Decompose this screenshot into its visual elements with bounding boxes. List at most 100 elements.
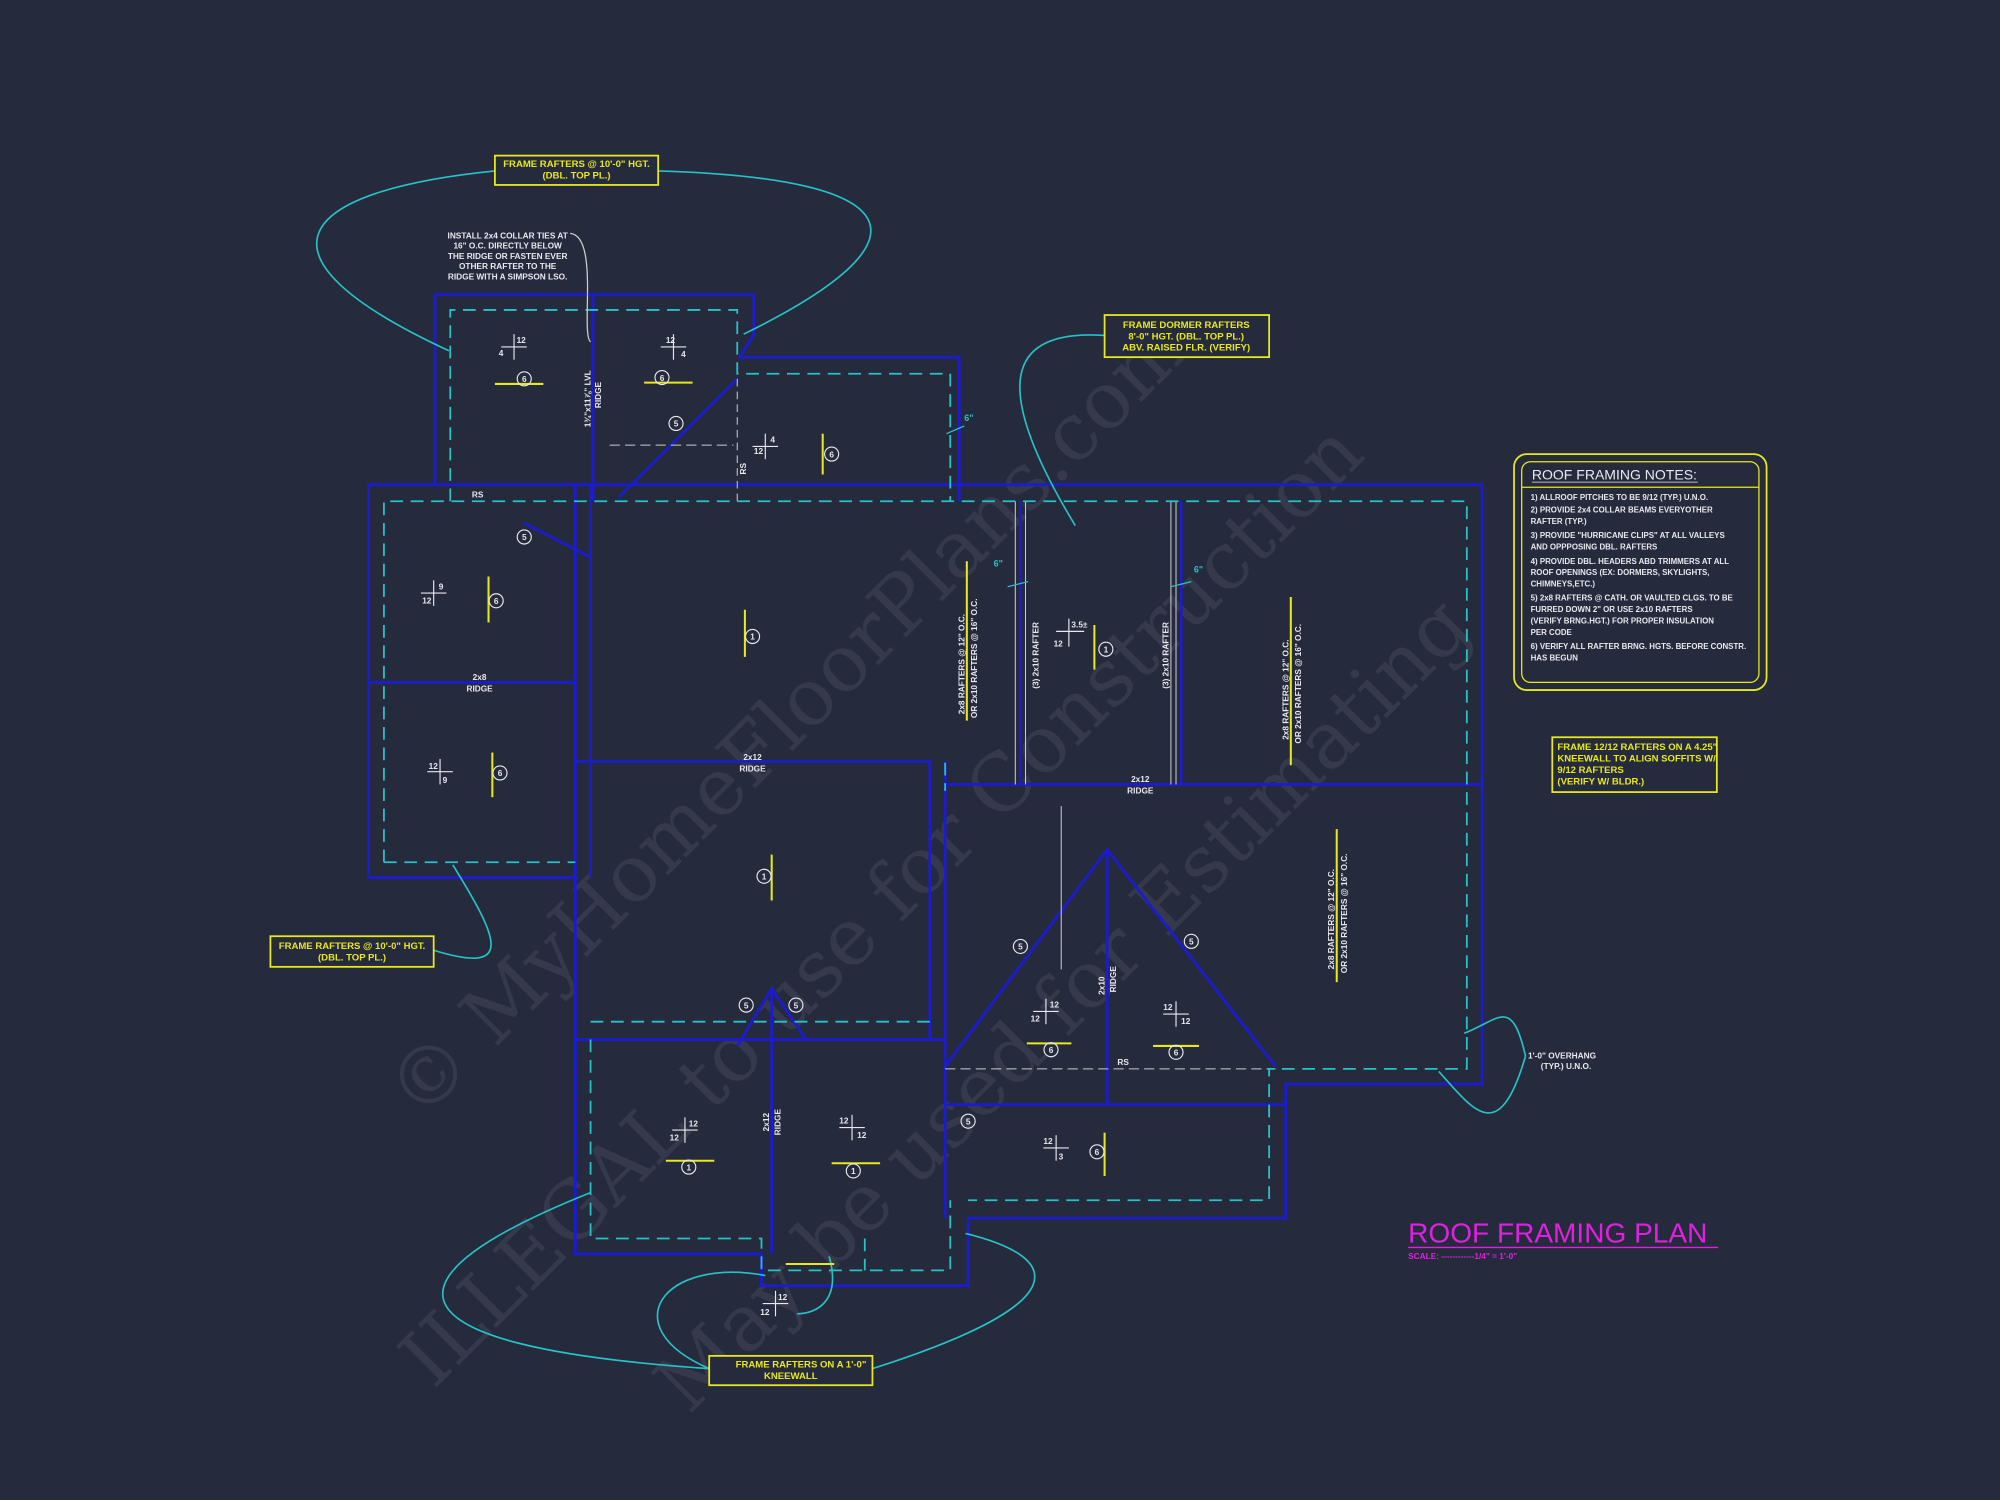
svg-text:6: 6: [498, 768, 503, 778]
circled-number: 5: [1183, 933, 1199, 949]
roof-outline: [367, 293, 1484, 1288]
svg-text:4: 4: [770, 435, 775, 445]
svg-text:12: 12: [1050, 1000, 1060, 1010]
circled-number: 5: [516, 529, 532, 545]
svg-text:RIDGE: RIDGE: [1127, 785, 1154, 795]
svg-text:KNEEWALL: KNEEWALL: [764, 1371, 818, 1382]
svg-text:1: 1: [686, 1162, 691, 1172]
circled-number: 5: [1012, 938, 1028, 955]
svg-text:(3) 2x10 RAFTER: (3) 2x10 RAFTER: [1160, 622, 1170, 689]
svg-text:(3) 2x10 RAFTER: (3) 2x10 RAFTER: [1030, 622, 1040, 689]
svg-text:6: 6: [494, 596, 499, 606]
drawing-title: ROOF FRAMING PLAN SCALE: ------------1/4…: [1408, 1217, 1719, 1261]
circled-number: 6: [516, 371, 532, 387]
svg-text:6: 6: [1049, 1045, 1054, 1055]
svg-text:6": 6": [994, 558, 1003, 568]
svg-text:ABV. RAISED FLR. (VERIFY): ABV. RAISED FLR. (VERIFY): [1122, 343, 1250, 354]
svg-text:FRAME 12/12 RAFTERS ON A 4.25": FRAME 12/12 RAFTERS ON A 4.25": [1557, 742, 1717, 753]
svg-text:ROOF FRAMING NOTES:: ROOF FRAMING NOTES:: [1532, 467, 1697, 483]
svg-text:(VERIFY BRNG.HGT.) FOR PROPER: (VERIFY BRNG.HGT.) FOR PROPER INSULATION: [1531, 617, 1715, 626]
svg-text:5: 5: [1018, 942, 1023, 952]
svg-text:SCALE: ------------1/4" = 1'-0: SCALE: ------------1/4" = 1'-0": [1408, 1251, 1517, 1261]
svg-text:KNEEWALL TO ALIGN SOFFITS W/: KNEEWALL TO ALIGN SOFFITS W/: [1557, 753, 1716, 764]
circled-number: 6: [492, 765, 508, 781]
svg-text:RIDGE WITH A SIMPSON LSO.: RIDGE WITH A SIMPSON LSO.: [448, 271, 567, 281]
callout-kneewall-12-12: FRAME 12/12 RAFTERS ON A 4.25" KNEEWALL …: [1551, 736, 1718, 793]
svg-text:OR 2x10 RAFTERS @ 16" O.C.: OR 2x10 RAFTERS @ 16" O.C.: [1293, 624, 1303, 744]
svg-text:1¾"x11⅞" LVL: 1¾"x11⅞" LVL: [583, 370, 593, 427]
svg-text:12: 12: [670, 1132, 680, 1142]
svg-text:5: 5: [966, 1116, 971, 1126]
svg-text:(TYP.) U.N.O.: (TYP.) U.N.O.: [1541, 1061, 1591, 1071]
callout-bottom-kneewall: FRAME RAFTERS ON A 1'-0" KNEEWALL: [708, 1354, 874, 1387]
overhang-lines: [383, 309, 1468, 1272]
pitch-symbol: 12 3: [1043, 1135, 1069, 1161]
circled-number: 6: [654, 369, 670, 386]
svg-text:HAS BEGUN: HAS BEGUN: [1531, 654, 1579, 663]
svg-text:2x8: 2x8: [473, 672, 487, 682]
svg-text:OTHER RAFTER TO THE: OTHER RAFTER TO THE: [459, 261, 557, 271]
svg-text:2x12: 2x12: [761, 1113, 771, 1132]
svg-text:RS: RS: [738, 463, 748, 475]
dimension-marks: 6" 6" 6": [946, 413, 1203, 588]
svg-text:FRAME RAFTERS @ 10'-0" HGT.: FRAME RAFTERS @ 10'-0" HGT.: [503, 159, 650, 170]
collar-tie-note: INSTALL 2x4 COLLAR TIES AT 16" O.C. DIRE…: [448, 231, 568, 282]
svg-text:6: 6: [660, 373, 665, 383]
svg-text:2x10: 2x10: [1097, 976, 1107, 995]
svg-text:PER CODE: PER CODE: [1531, 628, 1572, 637]
svg-text:6: 6: [829, 449, 834, 459]
svg-text:12: 12: [839, 1116, 849, 1126]
circled-number: 1: [756, 868, 772, 884]
svg-text:1: 1: [762, 871, 767, 881]
svg-text:5) 2x8 RAFTERS @ CATH. OR VAUL: 5) 2x8 RAFTERS @ CATH. OR VAULTED CLGS. …: [1531, 594, 1733, 603]
svg-text:12: 12: [429, 761, 439, 771]
svg-text:ROOF FRAMING PLAN: ROOF FRAMING PLAN: [1408, 1217, 1707, 1248]
svg-text:AND OPPPOSING DBL. RAFTERS: AND OPPPOSING DBL. RAFTERS: [1531, 543, 1658, 552]
circled-number: 1: [681, 1159, 697, 1175]
svg-text:12: 12: [1054, 639, 1064, 649]
svg-text:INSTALL 2x4 COLLAR TIES AT: INSTALL 2x4 COLLAR TIES AT: [448, 231, 568, 241]
circled-numbers: 6 6 5 6 5 6 1 6 1 1 5 5 5 5 6 6 1 1 5 6: [488, 369, 1199, 1179]
svg-text:6: 6: [1174, 1047, 1179, 1057]
svg-text:5: 5: [522, 532, 527, 542]
rafter-specs: 2x8 RAFTERS @ 12" O.C. OR 2x10 RAFTERS @…: [956, 561, 1349, 983]
callout-left-rafters: FRAME RAFTERS @ 10'-0" HGT. (DBL. TOP PL…: [269, 935, 435, 968]
svg-text:1: 1: [750, 632, 755, 642]
svg-text:2) PROVIDE 2x4 COLLAR BEAMS EV: 2) PROVIDE 2x4 COLLAR BEAMS EVERYOTHER: [1531, 506, 1713, 515]
svg-text:12: 12: [517, 335, 527, 345]
svg-text:12: 12: [666, 335, 676, 345]
callout-top-rafters: FRAME RAFTERS @ 10'-0" HGT. (DBL. TOP PL…: [494, 154, 660, 186]
svg-text:5: 5: [744, 1000, 749, 1010]
svg-text:4: 4: [499, 348, 504, 358]
circled-number: 6: [488, 593, 504, 609]
svg-text:RAFTER (TYP.): RAFTER (TYP.): [1531, 517, 1587, 526]
circled-number: 5: [738, 997, 754, 1013]
svg-text:12: 12: [754, 446, 764, 456]
svg-text:FRAME DORMER RAFTERS: FRAME DORMER RAFTERS: [1123, 320, 1250, 331]
leader-lines: [315, 170, 1527, 1370]
svg-text:FURRED DOWN 2" OR USE 2x10 RAF: FURRED DOWN 2" OR USE 2x10 RAFTERS: [1531, 605, 1693, 614]
svg-text:2x8 RAFTERS @ 12" O.C.: 2x8 RAFTERS @ 12" O.C.: [1326, 869, 1336, 969]
svg-text:(DBL. TOP PL.): (DBL. TOP PL.): [542, 171, 610, 182]
pitch-symbol: 12 4: [752, 433, 779, 460]
svg-text:5: 5: [674, 419, 679, 429]
circled-number: 1: [1098, 641, 1114, 657]
svg-text:5: 5: [1189, 937, 1194, 947]
circled-number: 5: [960, 1113, 976, 1129]
svg-text:2x8 RAFTERS @ 12" O.C.: 2x8 RAFTERS @ 12" O.C.: [956, 614, 966, 714]
svg-text:ROOF OPENINGS (EX: DORMERS, SK: ROOF OPENINGS (EX: DORMERS, SKYLIGHTS,: [1531, 568, 1710, 577]
svg-text:FRAME RAFTERS ON A 1'-0": FRAME RAFTERS ON A 1'-0": [736, 1359, 867, 1370]
svg-text:2x12: 2x12: [1131, 774, 1150, 784]
svg-text:9: 9: [443, 775, 448, 785]
svg-text:OR 2x10 RAFTERS @ 16" O.C.: OR 2x10 RAFTERS @ 16" O.C.: [969, 598, 979, 718]
circled-number: 6: [1043, 1042, 1059, 1058]
svg-text:12: 12: [1043, 1136, 1053, 1146]
circled-number: 1: [744, 628, 761, 645]
pitch-symbol: 12 4: [499, 334, 527, 360]
svg-text:3) PROVIDE "HURRICANE CLIPS" A: 3) PROVIDE "HURRICANE CLIPS" AT ALL VALL…: [1531, 531, 1725, 540]
svg-text:3: 3: [1059, 1151, 1064, 1161]
